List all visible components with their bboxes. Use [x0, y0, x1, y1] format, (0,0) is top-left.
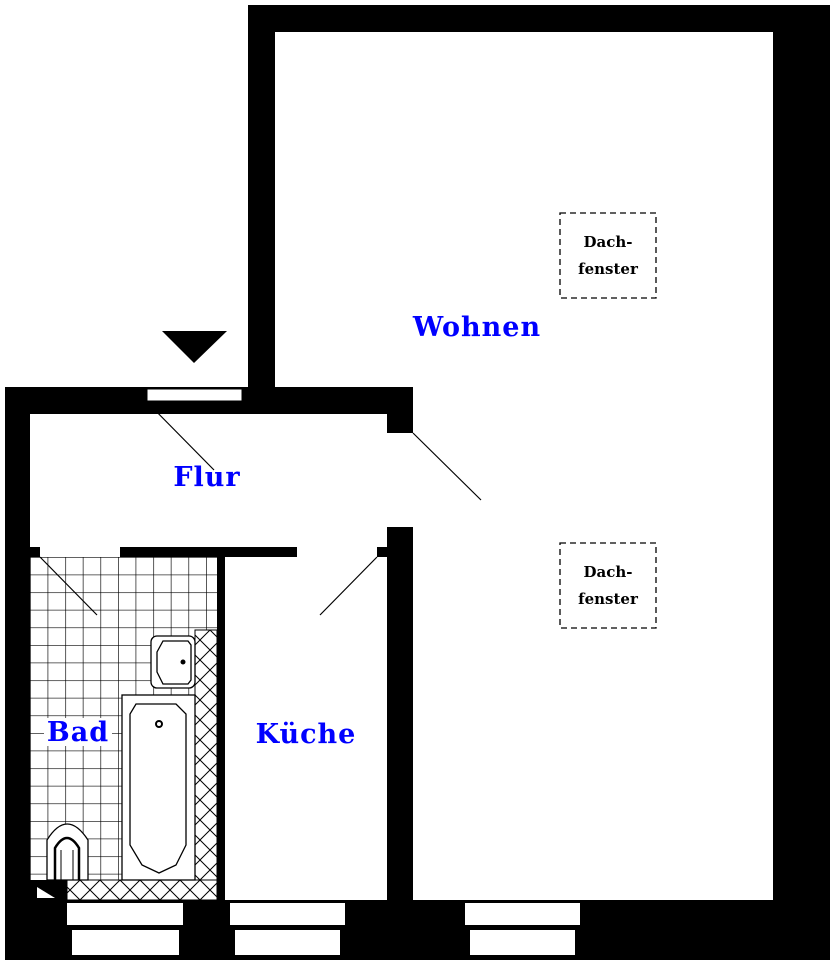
skylight-2: Dach- fenster	[559, 542, 657, 629]
room-label-flur: Flur	[173, 462, 240, 493]
window-wohnen-outer	[465, 903, 580, 925]
room-label-wohnen: Wohnen	[412, 312, 541, 343]
tiled-ledge-side	[194, 629, 218, 901]
entrance-arrow-icon	[162, 331, 227, 363]
skylight-label-line1: Dach-	[584, 233, 633, 251]
entrance-door-frame	[146, 388, 243, 402]
door-swing-entrance	[144, 399, 215, 471]
tiled-ledge-bottom	[66, 879, 218, 901]
window-bad-outer	[67, 903, 183, 925]
door-swings	[39, 399, 482, 616]
bad-label-backdrop	[44, 718, 112, 746]
skylight-label-line1: Dach-	[584, 563, 633, 581]
skylight-label-line2: fenster	[578, 260, 639, 278]
room-label-kueche: Küche	[256, 719, 357, 750]
walls	[5, 5, 830, 960]
window-wohnen-inner	[470, 930, 575, 955]
sink-icon	[150, 635, 196, 689]
window-kueche-inner	[235, 930, 340, 955]
window-kueche-outer	[230, 903, 345, 925]
window-bad-inner	[72, 930, 179, 955]
skylight-label-line2: fenster	[578, 590, 639, 608]
room-label-bad: Bad	[47, 717, 109, 748]
toilet-icon	[46, 823, 89, 881]
door-swing-bad	[39, 556, 98, 616]
door-swing-wohnen	[412, 432, 482, 501]
windows	[67, 903, 580, 955]
corner-marker	[37, 887, 55, 898]
bathtub-icon	[121, 694, 196, 881]
door-swing-kueche	[319, 556, 378, 616]
skylight-1: Dach- fenster	[559, 212, 657, 299]
